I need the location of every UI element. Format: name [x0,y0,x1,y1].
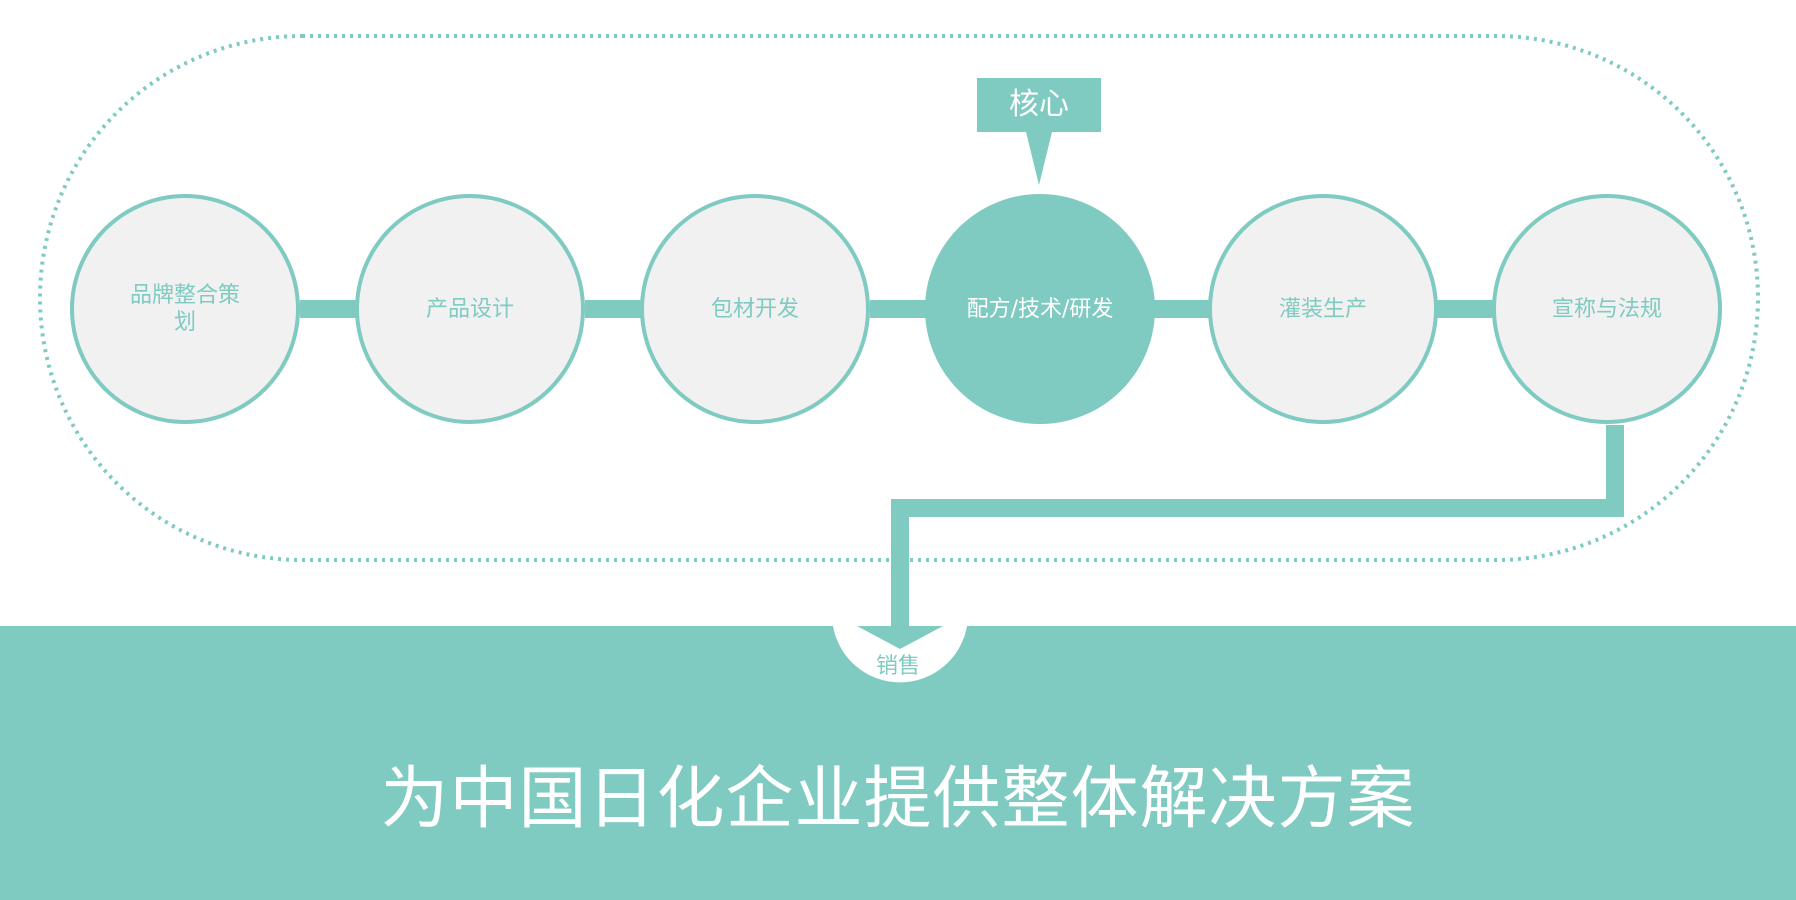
stage-circle-packaging: 包材开发 [640,194,870,424]
stage-label: 配方/技术/研发 [966,296,1114,322]
sales-label: 销售 [875,654,920,679]
stage-circle-claims-regulation: 宣称与法规 [1492,194,1722,424]
output-connector-line [891,425,1624,628]
stage-circle-formula-rd: 配方/技术/研发 [925,194,1155,424]
stage-label: 品牌整合策划 [129,283,240,335]
connector-3-4 [870,300,930,318]
banner-title: 为中国日化企业提供整体解决方案 [380,760,1416,839]
stage-label: 灌装生产 [1278,296,1367,322]
connector-1-2 [300,300,360,318]
connector-4-5 [1150,300,1215,318]
connector-2-3 [585,300,645,318]
stage-label: 包材开发 [710,296,799,322]
arrow-down-icon [857,626,943,649]
stage-label: 产品设计 [425,296,514,322]
core-callout-label: 核心 [1009,87,1069,122]
core-callout: 核心 [977,78,1101,132]
callout-pointer [1026,132,1052,185]
stage-circle-filling-production: 灌装生产 [1208,194,1438,424]
stage-label: 宣称与法规 [1551,296,1662,322]
stage-circle-product-design: 产品设计 [355,194,585,424]
stage-circle-brand-planning: 品牌整合策划 [70,194,300,424]
sales-node-shape [833,626,967,683]
sales-node: 销售 [830,626,966,696]
connector-5-6 [1435,300,1495,318]
